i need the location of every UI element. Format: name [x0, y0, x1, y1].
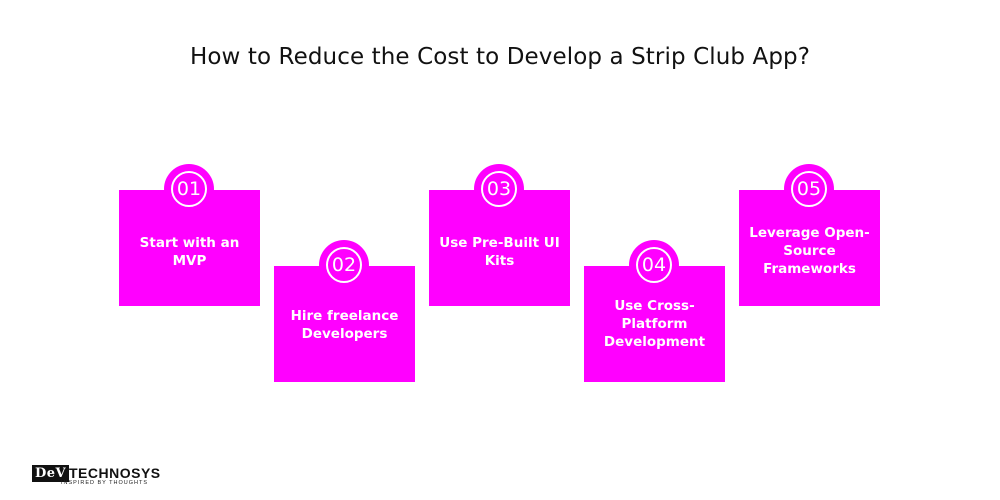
step-number-badge-01: 01 — [164, 164, 214, 214]
step-number-badge-03: 03 — [474, 164, 524, 214]
step-number-badge-05: 05 — [784, 164, 834, 214]
step-label: Use Pre-Built UI Kits — [439, 235, 560, 269]
step-label: Hire freelance Developers — [290, 308, 399, 342]
step-label: Start with an MVP — [139, 235, 240, 269]
step-number: 04 — [636, 247, 672, 283]
step-number: 02 — [326, 247, 362, 283]
logo-tagline: INSPIRED BY THOUGHTS — [61, 480, 149, 486]
step-number: 05 — [791, 171, 827, 207]
step-number: 03 — [481, 171, 517, 207]
step-number-badge-02: 02 — [319, 240, 369, 290]
step-card-02: Hire freelance Developers — [274, 266, 415, 382]
page-title: How to Reduce the Cost to Develop a Stri… — [189, 44, 811, 70]
step-label: Leverage Open-Source Frameworks — [749, 225, 870, 277]
logo-name: TECHNOSYS — [69, 465, 161, 481]
step-label: Use Cross-Platform Development — [603, 298, 706, 350]
logo-dev-mark: DeV — [32, 465, 70, 482]
company-logo: DeV TECHNOSYS INSPIRED BY THOUGHTS — [32, 465, 192, 489]
step-number-badge-04: 04 — [629, 240, 679, 290]
step-number: 01 — [171, 171, 207, 207]
